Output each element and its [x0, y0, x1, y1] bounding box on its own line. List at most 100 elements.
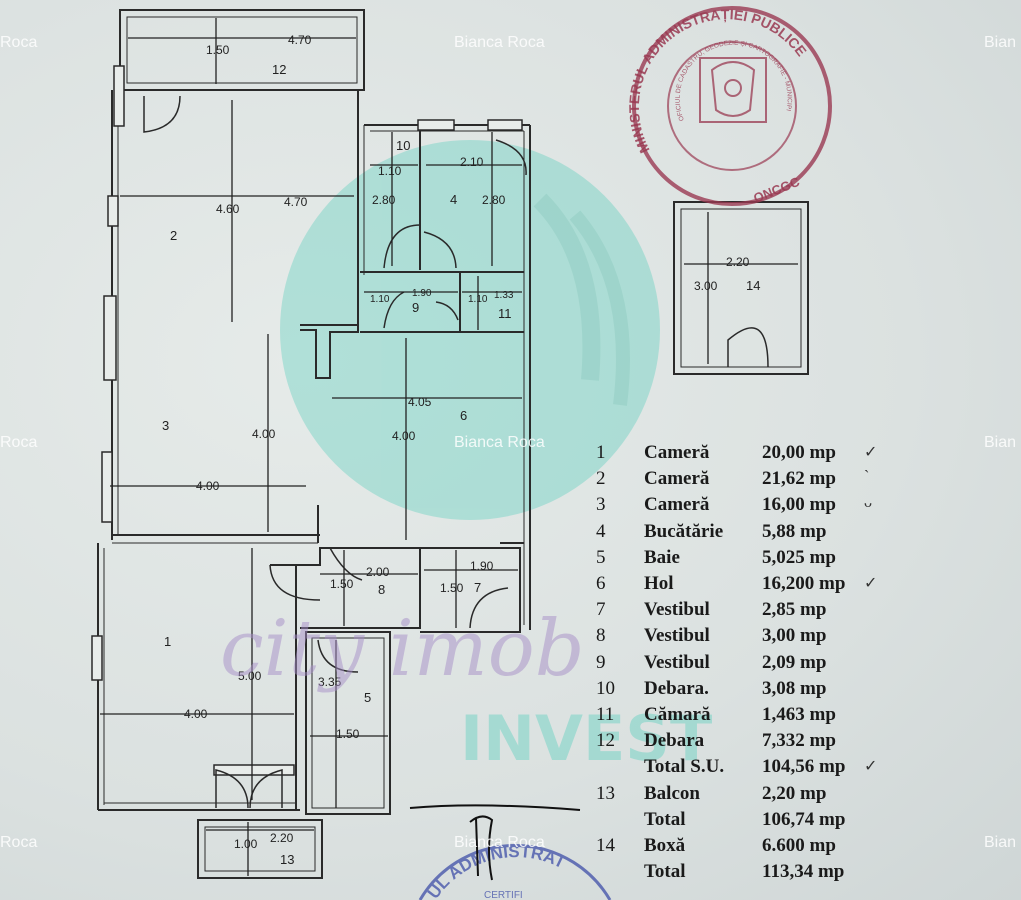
- legend-area: 104,56 mp: [762, 756, 846, 778]
- room-8-outline: [270, 547, 421, 629]
- legend-room-name: Total: [644, 861, 686, 883]
- dim-label: 1.50: [330, 577, 354, 591]
- legend-number: 14: [596, 835, 615, 856]
- room-number: 10: [396, 138, 410, 153]
- legend-number: 6: [596, 573, 606, 594]
- room-12-inner: [126, 16, 358, 84]
- room-5-outline: [305, 631, 391, 815]
- dim-label: 1.50: [206, 43, 230, 57]
- legend-area: 16,00 mp: [762, 494, 836, 516]
- watermark: Bian: [984, 34, 1017, 51]
- window: [213, 764, 295, 776]
- logo-circle: [280, 140, 660, 520]
- legend-row: Total S.U. 104,56 mp ✓: [596, 756, 896, 782]
- watermark: Roca: [0, 434, 38, 451]
- legend-check-mark: ✓: [864, 444, 878, 461]
- legend-room-name: Debara.: [644, 677, 709, 699]
- signature: [409, 804, 581, 881]
- dim-label: 5.00: [238, 669, 262, 683]
- legend-room-name: Cameră: [644, 494, 710, 516]
- logo-watermark: [280, 140, 660, 520]
- legend-row: 12 Debara 7,332 mp: [596, 730, 896, 756]
- stamp-bottom-text: ONCGC: [751, 174, 802, 206]
- legend-number: 11: [596, 704, 615, 725]
- door-arc: [495, 139, 527, 176]
- legend-room-name: Hol: [644, 573, 674, 594]
- dim-label: 4.00: [196, 479, 220, 493]
- signature-stroke: [469, 815, 494, 881]
- legend-room-name: Cameră: [644, 442, 710, 463]
- dim-label: 4.70: [284, 195, 308, 209]
- legend-number: 9: [596, 651, 606, 673]
- dim-label: 1.50: [440, 581, 464, 595]
- door-arc: [269, 564, 321, 601]
- stamp-crest-icon: [699, 57, 767, 123]
- room-number: 1: [164, 634, 171, 649]
- legend-number: 4: [596, 520, 606, 542]
- legend-number: 12: [596, 730, 615, 752]
- legend-row: 9 Vestibul 2,09 mp: [596, 652, 896, 678]
- legend-area: 2,09 mp: [762, 651, 827, 673]
- dim-label: 2.10: [460, 155, 484, 169]
- watermark: Bian: [984, 434, 1017, 451]
- room-number: 3: [162, 418, 169, 433]
- room-number: 14: [746, 278, 760, 293]
- dim-label: 1.90: [412, 288, 432, 299]
- room-13-inner: [204, 826, 316, 872]
- legend-area: 20,00 mp: [762, 442, 836, 463]
- dim-label: 1.10: [378, 164, 402, 178]
- door-arc: [317, 639, 359, 673]
- room-number: 13: [280, 852, 294, 867]
- legend-check-mark: ✓: [864, 758, 878, 776]
- dim-label: 3.00: [694, 279, 718, 293]
- legend-number: 3: [596, 494, 606, 516]
- door-arc: [215, 769, 249, 809]
- door-arc: [469, 587, 509, 629]
- legend-area: 7,332 mp: [762, 730, 836, 752]
- legend-area: 2,85 mp: [762, 599, 827, 621]
- legend-room-name: Bucătărie: [644, 520, 724, 542]
- legend-area: 2,20 mp: [762, 782, 827, 804]
- watermark: Bianca Roca: [454, 434, 545, 451]
- room-number: 9: [412, 300, 419, 315]
- legend-room-name: Debara: [644, 730, 705, 752]
- dim-label: 4.00: [252, 427, 276, 441]
- watermark: Bian: [984, 834, 1017, 851]
- legend-room-name: Total: [644, 808, 686, 830]
- legend-number: 1: [596, 442, 606, 463]
- legend-room-name: Cameră: [644, 468, 710, 490]
- legend-area: 21,62 mp: [762, 468, 836, 490]
- legend-room-name: Vestibul: [644, 651, 710, 673]
- legend-number: 5: [596, 546, 606, 568]
- watermark: Roca: [0, 34, 38, 51]
- door-arc: [435, 301, 459, 321]
- dim-label: 4.00: [392, 429, 416, 443]
- room-number: 7: [474, 580, 481, 595]
- legend-room-name: Vestibul: [644, 625, 710, 647]
- stamp-inner-ring: [667, 41, 797, 171]
- legend-room-name: Boxă: [644, 835, 686, 856]
- legend-number: 10: [596, 677, 615, 699]
- window: [107, 195, 119, 227]
- room-number: 6: [460, 408, 467, 423]
- legend-area: 16,200 mp: [762, 573, 846, 594]
- signature-line: [409, 804, 581, 811]
- room-number: 4: [450, 192, 457, 207]
- logo-script-text: city imob: [220, 604, 585, 694]
- door-arc: [329, 547, 363, 581]
- room-12-outline: [119, 9, 365, 91]
- door-arc: [143, 95, 181, 133]
- dim-label: 2.80: [482, 193, 506, 207]
- stamp-ring: [632, 6, 832, 206]
- window: [417, 119, 455, 131]
- dim-label: 1.90: [470, 559, 494, 573]
- legend-room-name: Total S.U.: [644, 756, 725, 778]
- room-number: 11: [498, 306, 512, 321]
